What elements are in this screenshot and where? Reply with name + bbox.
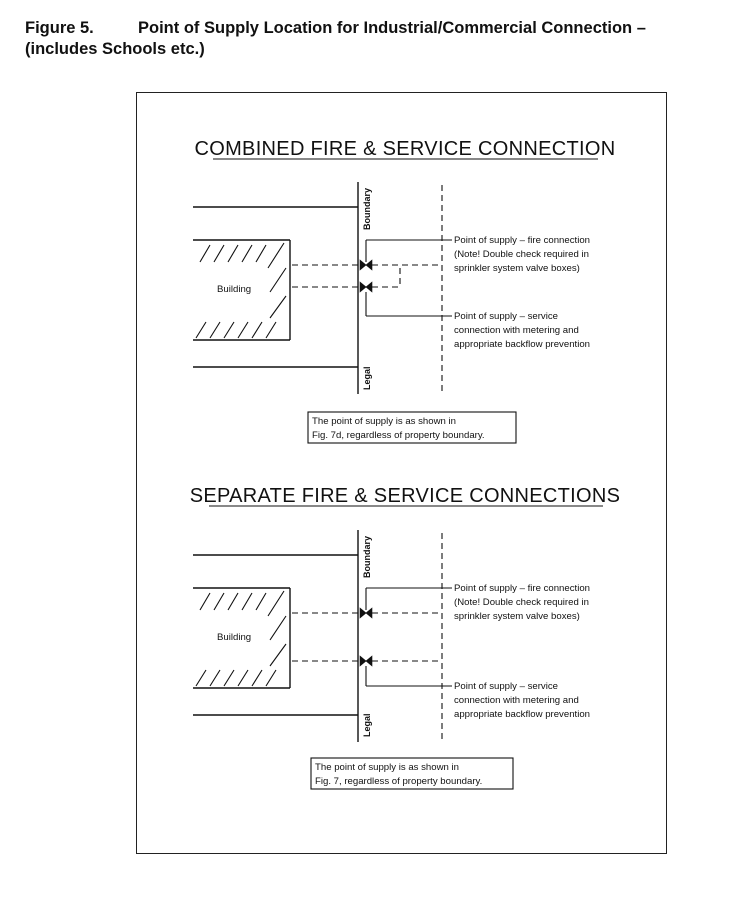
svg-text:The point of supply is as show: The point of supply is as shown in	[312, 416, 456, 427]
service-connection-label: Point of supply – service connection wit…	[454, 311, 590, 350]
service-connection-label: Point of supply – service connection wit…	[454, 681, 590, 720]
svg-text:Point of supply – fire connect: Point of supply – fire connection	[454, 235, 590, 246]
svg-text:Point of supply – fire connect: Point of supply – fire connection	[454, 583, 590, 594]
svg-text:The point of supply is as show: The point of supply is as shown in	[315, 762, 459, 773]
valve-service	[359, 281, 373, 293]
fire-connection-label: Point of supply – fire connection (Note!…	[454, 583, 590, 622]
fire-connection-label: Point of supply – fire connection (Note!…	[454, 235, 590, 274]
diagram-separate: SEPARATE FIRE & SERVICE CONNECTIONS Buil…	[190, 485, 621, 790]
legal-label: Legal	[362, 366, 372, 390]
valve-fire	[359, 607, 373, 619]
svg-text:sprinkler system valve boxes): sprinkler system valve boxes)	[454, 263, 580, 274]
svg-text:Point of supply – service: Point of supply – service	[454, 311, 558, 322]
diagram-heading: COMBINED FIRE & SERVICE CONNECTION	[195, 138, 616, 160]
building-label: Building	[217, 284, 251, 295]
note-box: The point of supply is as shown in Fig. …	[307, 411, 517, 444]
building: Building	[193, 239, 291, 341]
figure-caption: Figure 5. Point of Supply Location for In…	[25, 18, 740, 60]
figure-subtitle: (includes Schools etc.)	[25, 40, 205, 58]
svg-text:Fig. 7, regardless of property: Fig. 7, regardless of property boundary.	[315, 776, 482, 787]
svg-text:appropriate backflow preventio: appropriate backflow prevention	[454, 339, 590, 350]
diagram-combined: COMBINED FIRE & SERVICE CONNECTION Build…	[193, 138, 616, 444]
building-label: Building	[217, 632, 251, 643]
svg-text:sprinkler system valve boxes): sprinkler system valve boxes)	[454, 611, 580, 622]
figure-number: Figure 5.	[25, 19, 94, 37]
valve-fire	[359, 259, 373, 271]
svg-text:connection with metering and: connection with metering and	[454, 325, 579, 336]
boundary-label: Boundary	[362, 188, 372, 230]
boundary-label: Boundary	[362, 536, 372, 578]
drawing-frame	[136, 92, 667, 854]
svg-text:connection with metering and: connection with metering and	[454, 695, 579, 706]
svg-text:Point of supply – service: Point of supply – service	[454, 681, 558, 692]
svg-text:Fig. 7d, regardless of propert: Fig. 7d, regardless of property boundary…	[312, 430, 485, 441]
svg-text:(Note! Double check required i: (Note! Double check required in	[454, 597, 589, 608]
svg-text:(Note! Double check required i: (Note! Double check required in	[454, 249, 589, 260]
legal-label: Legal	[362, 713, 372, 737]
building: Building	[193, 587, 291, 689]
svg-text:appropriate backflow preventio: appropriate backflow prevention	[454, 709, 590, 720]
figure-title: Point of Supply Location for Industrial/…	[138, 19, 646, 37]
diagram-heading: SEPARATE FIRE & SERVICE CONNECTIONS	[190, 485, 621, 507]
note-box: The point of supply is as shown in Fig. …	[310, 757, 514, 790]
valve-service	[359, 655, 373, 667]
